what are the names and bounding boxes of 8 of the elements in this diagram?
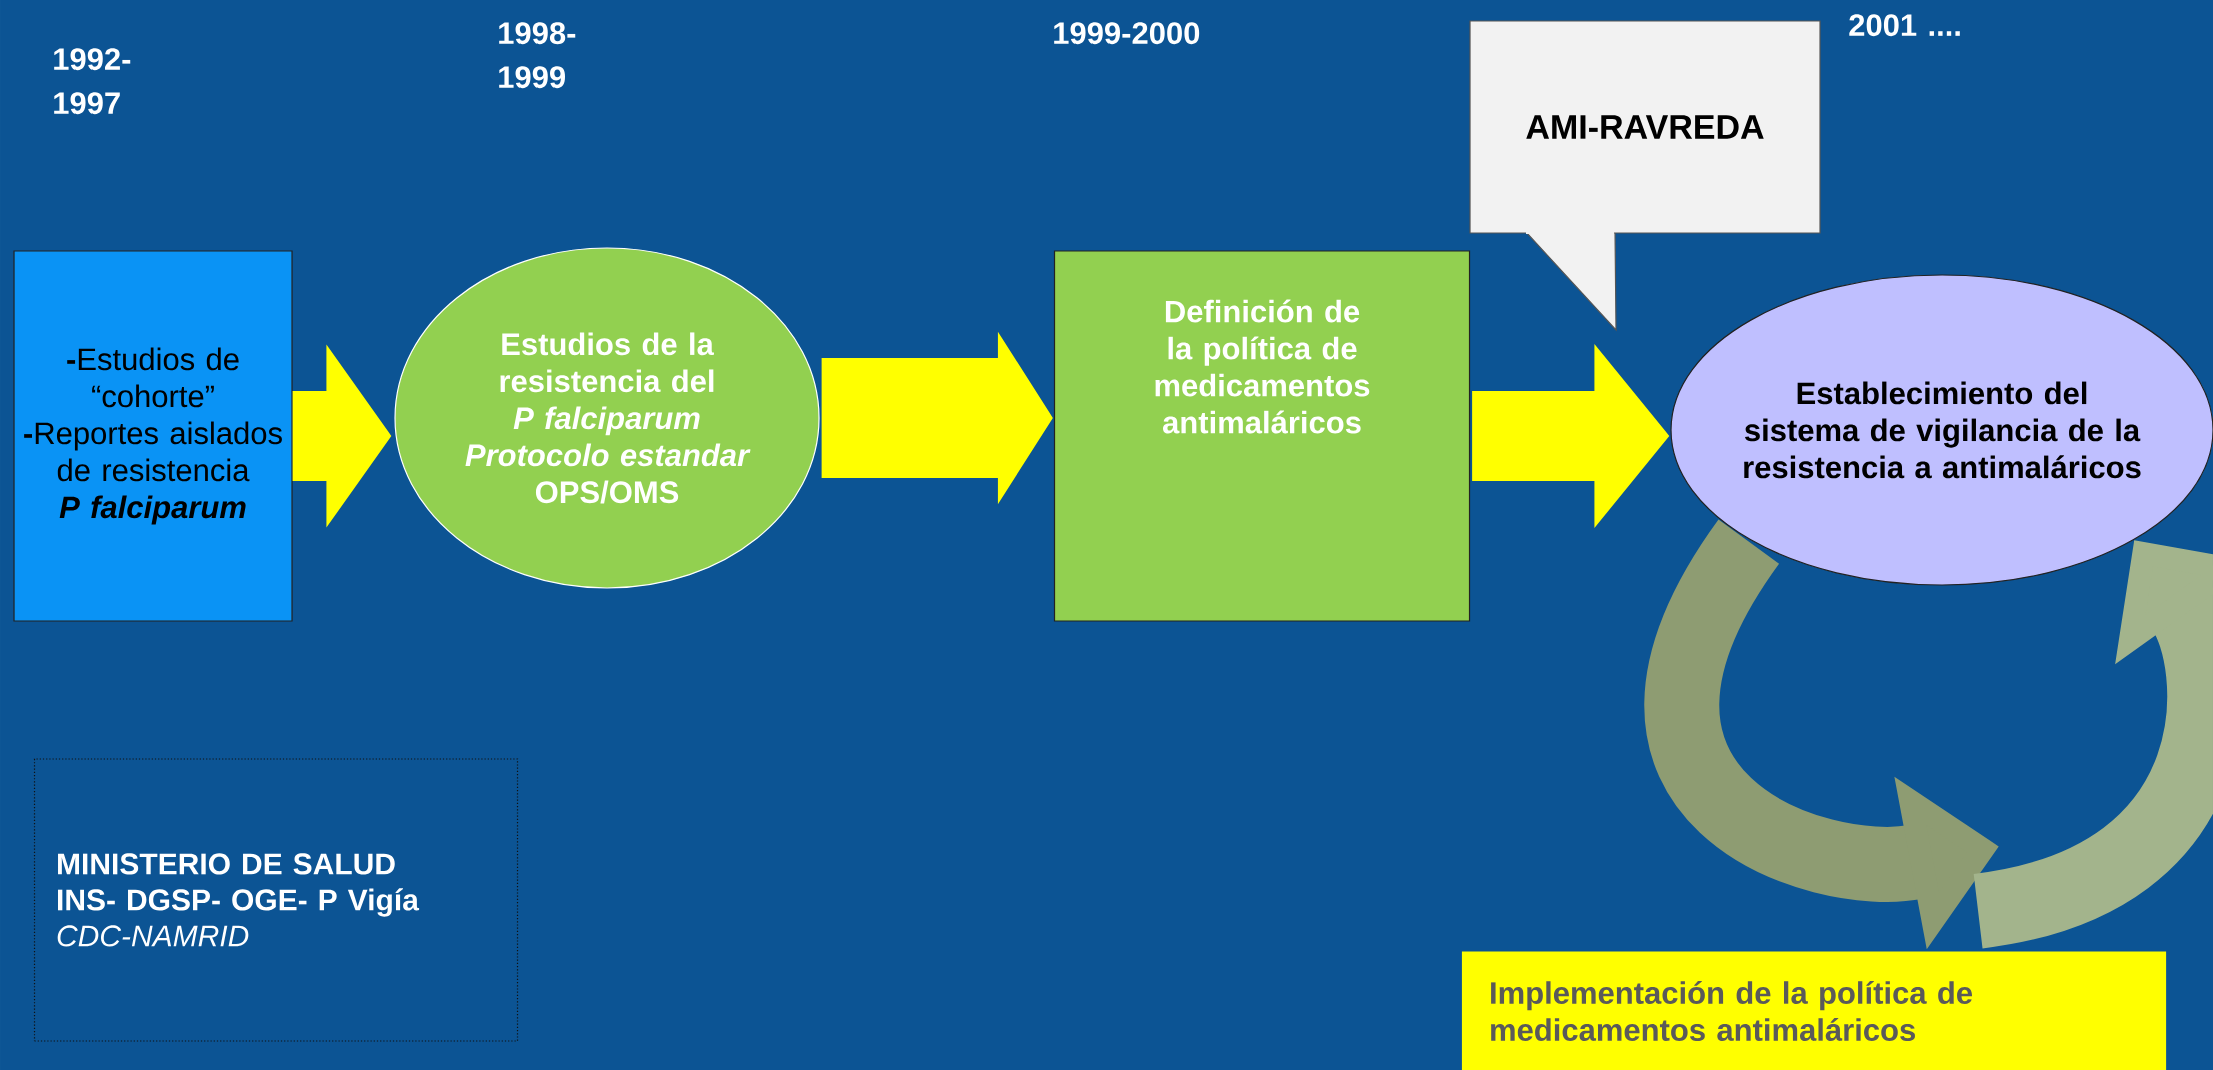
process-box: -Estudios de “cohorte” -Reportes aislados de resistencia P falciparum bbox=[13, 250, 293, 622]
process-box: Definición de la política de medicamentos antimaláricos bbox=[1053, 250, 1471, 622]
note-box: MINISTERIO DE SALUD INS- DGSP- OGE- P Vigía CDC-NAMRID bbox=[33, 758, 519, 1042]
year-label: 1992- 1997 bbox=[54, 48, 131, 115]
year-label: 1998- 1999 bbox=[499, 22, 576, 89]
year-label: 1999-2000 bbox=[1054, 22, 1200, 45]
process-box: Implementación de la política de medicamentos antimaláricos bbox=[1461, 951, 2167, 1070]
year-label: 2001 .... bbox=[1849, 14, 1960, 37]
